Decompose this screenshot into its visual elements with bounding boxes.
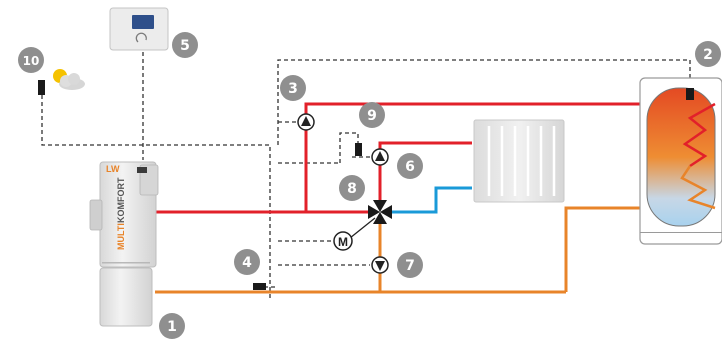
controller-screen — [132, 15, 154, 29]
tank-sensor-icon — [686, 88, 694, 100]
badge-heating-sensor: 9 — [359, 102, 385, 128]
boiler-feeder — [89, 199, 103, 231]
actuator-label: M — [338, 235, 348, 249]
valve-icon-top — [373, 200, 387, 212]
pump-arrow — [375, 151, 385, 161]
badge-circle — [397, 252, 423, 278]
radiator — [473, 119, 565, 203]
number-badges: 1 2 3 4 5 6 7 8 9 10 — [18, 32, 721, 339]
badge-number: 8 — [347, 181, 357, 197]
boiler-brand-komfort: KOMFORT — [116, 177, 126, 223]
badge-number: 9 — [367, 108, 377, 124]
mixing-valve — [349, 200, 392, 239]
boiler-display — [137, 167, 147, 173]
badge-circle — [695, 41, 721, 67]
outdoor-sensor — [38, 69, 85, 95]
tank-vessel — [646, 87, 716, 227]
pump-arrow — [375, 261, 385, 271]
badge-circle — [159, 313, 185, 339]
badge-tank-pump: 3 — [280, 75, 306, 101]
tank-sensor-line — [277, 59, 691, 145]
tank-pump — [297, 113, 315, 131]
badge-return-pump: 7 — [397, 252, 423, 278]
heating-supply-pipe — [378, 141, 472, 200]
radiator-icon — [473, 119, 565, 203]
return-pump — [371, 256, 389, 274]
badge-circle — [172, 32, 198, 58]
valve-stem — [349, 217, 376, 239]
badge-number: 7 — [405, 258, 415, 274]
valve-icon — [368, 205, 380, 219]
badge-circle — [18, 47, 44, 73]
badge-room-controller: 5 — [172, 32, 198, 58]
badge-circle — [339, 175, 365, 201]
tank-supply-pipe — [304, 102, 715, 212]
weather-sun-cloud-icon — [53, 69, 85, 90]
badge-boiler: 1 — [159, 313, 185, 339]
tank-coil-upper — [682, 102, 716, 168]
badge-mixing-valve: 8 — [339, 175, 365, 201]
radiator-fins — [487, 126, 556, 196]
badge-outdoor-sensor: 10 — [18, 47, 44, 73]
sensor9-lead-line — [339, 132, 359, 163]
badge-number: 4 — [242, 255, 252, 271]
badge-heating-pump: 6 — [397, 153, 423, 179]
boiler-door-line — [102, 262, 150, 264]
badge-return-sensor: 4 — [234, 249, 260, 275]
badge-number: 6 — [405, 159, 415, 175]
boiler-logo: LW — [106, 164, 120, 174]
badge-number: 5 — [180, 38, 190, 54]
valve-actuator: M — [333, 231, 353, 251]
valve-icon-right — [380, 205, 392, 219]
badge-circle — [359, 102, 385, 128]
badge-number: 1 — [167, 319, 177, 335]
room-controller — [109, 7, 169, 51]
badge-tank-sensor: 2 — [695, 41, 721, 67]
control-lines — [41, 52, 691, 300]
boiler: LW MULTI KOMFORT — [89, 161, 159, 327]
boiler-base — [99, 267, 153, 327]
return-sensor-icon — [253, 283, 266, 290]
outdoor-sensor-icon — [38, 80, 45, 95]
heating-sensor-icon — [355, 143, 362, 156]
heating-pump — [371, 148, 389, 166]
radiator-return-pipe — [390, 186, 472, 214]
badge-circle — [234, 249, 260, 275]
controller-knob — [135, 32, 147, 43]
outdoor-sensor-line — [41, 95, 271, 300]
badge-number: 10 — [23, 54, 40, 68]
actuator-icon — [333, 231, 353, 251]
valve-icon-bottom — [373, 212, 387, 224]
badge-circle — [397, 153, 423, 179]
boiler-brand-multi: MULTI — [116, 223, 126, 250]
pump-arrow — [301, 116, 311, 126]
badge-number: 2 — [703, 47, 713, 63]
tank-coil-lower — [680, 165, 716, 210]
tank-casing-line — [640, 232, 722, 233]
badge-circle — [280, 75, 306, 101]
water-tank — [639, 77, 722, 245]
badge-number: 3 — [288, 81, 298, 97]
